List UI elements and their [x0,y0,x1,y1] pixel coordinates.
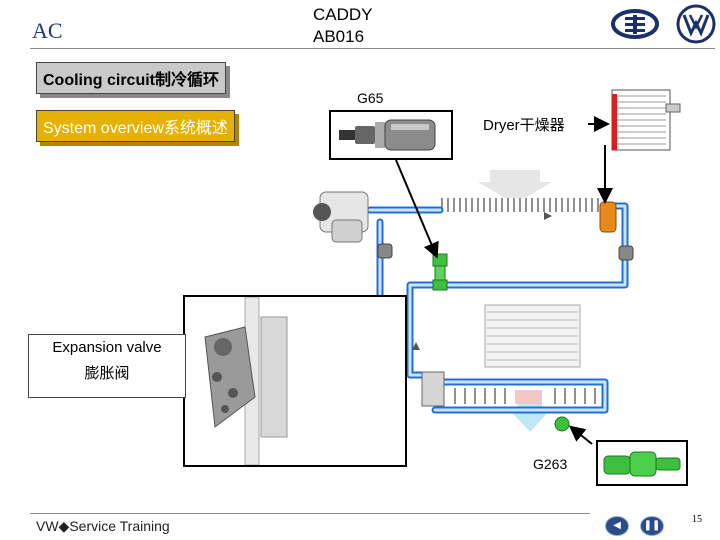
g263-sensor-inset [596,440,688,486]
evaporator [484,304,581,368]
expansion-valve-photo [204,296,288,466]
g263-label: G263 [533,456,568,472]
subject-title: AC [32,18,63,43]
prev-arrow-icon: ◀ [613,520,621,531]
expansion-valve-label-en: Expansion valve [52,339,162,356]
page-number: 15 [692,514,702,525]
prev-slide-button[interactable]: ◀ [605,516,629,536]
g263-sensor-dot [554,416,570,432]
expansion-valve-body [421,371,445,407]
course-title: CADDY AB016 [313,4,373,48]
dryer-illustration [611,89,681,151]
g65-sensor-inset [329,110,453,160]
footer-brand: VW◆Service Training [36,518,170,534]
subtopic-title: System overview系统概述 [36,110,235,142]
g65-sensor [432,253,448,291]
course-line-1: CADDY [313,5,373,24]
header-divider [30,48,715,49]
cooling-circuit-diagram [313,170,634,432]
condenser [440,198,608,212]
expansion-valve-label-cn: 膨胀阀 [84,365,130,382]
compressor [313,191,369,243]
g65-label: G65 [357,90,384,106]
footer-divider [30,513,590,514]
g65-sensor-icon [339,119,436,151]
topic-title: Cooling circuit制冷循环 [36,62,227,94]
pause-button[interactable]: ❚❚ [640,516,664,536]
vw-logo-icon [676,4,716,44]
dryer-bottle [599,201,617,233]
faw-logo-icon [611,9,659,39]
g263-sensor-icon [603,451,681,477]
course-line-2: AB016 [313,27,365,46]
dryer-label: Dryer干燥器 [483,117,565,134]
expansion-valve-inset [183,295,407,467]
pause-icon: ❚❚ [643,520,661,531]
expansion-valve-label: Expansion valve 膨胀阀 [28,334,186,398]
